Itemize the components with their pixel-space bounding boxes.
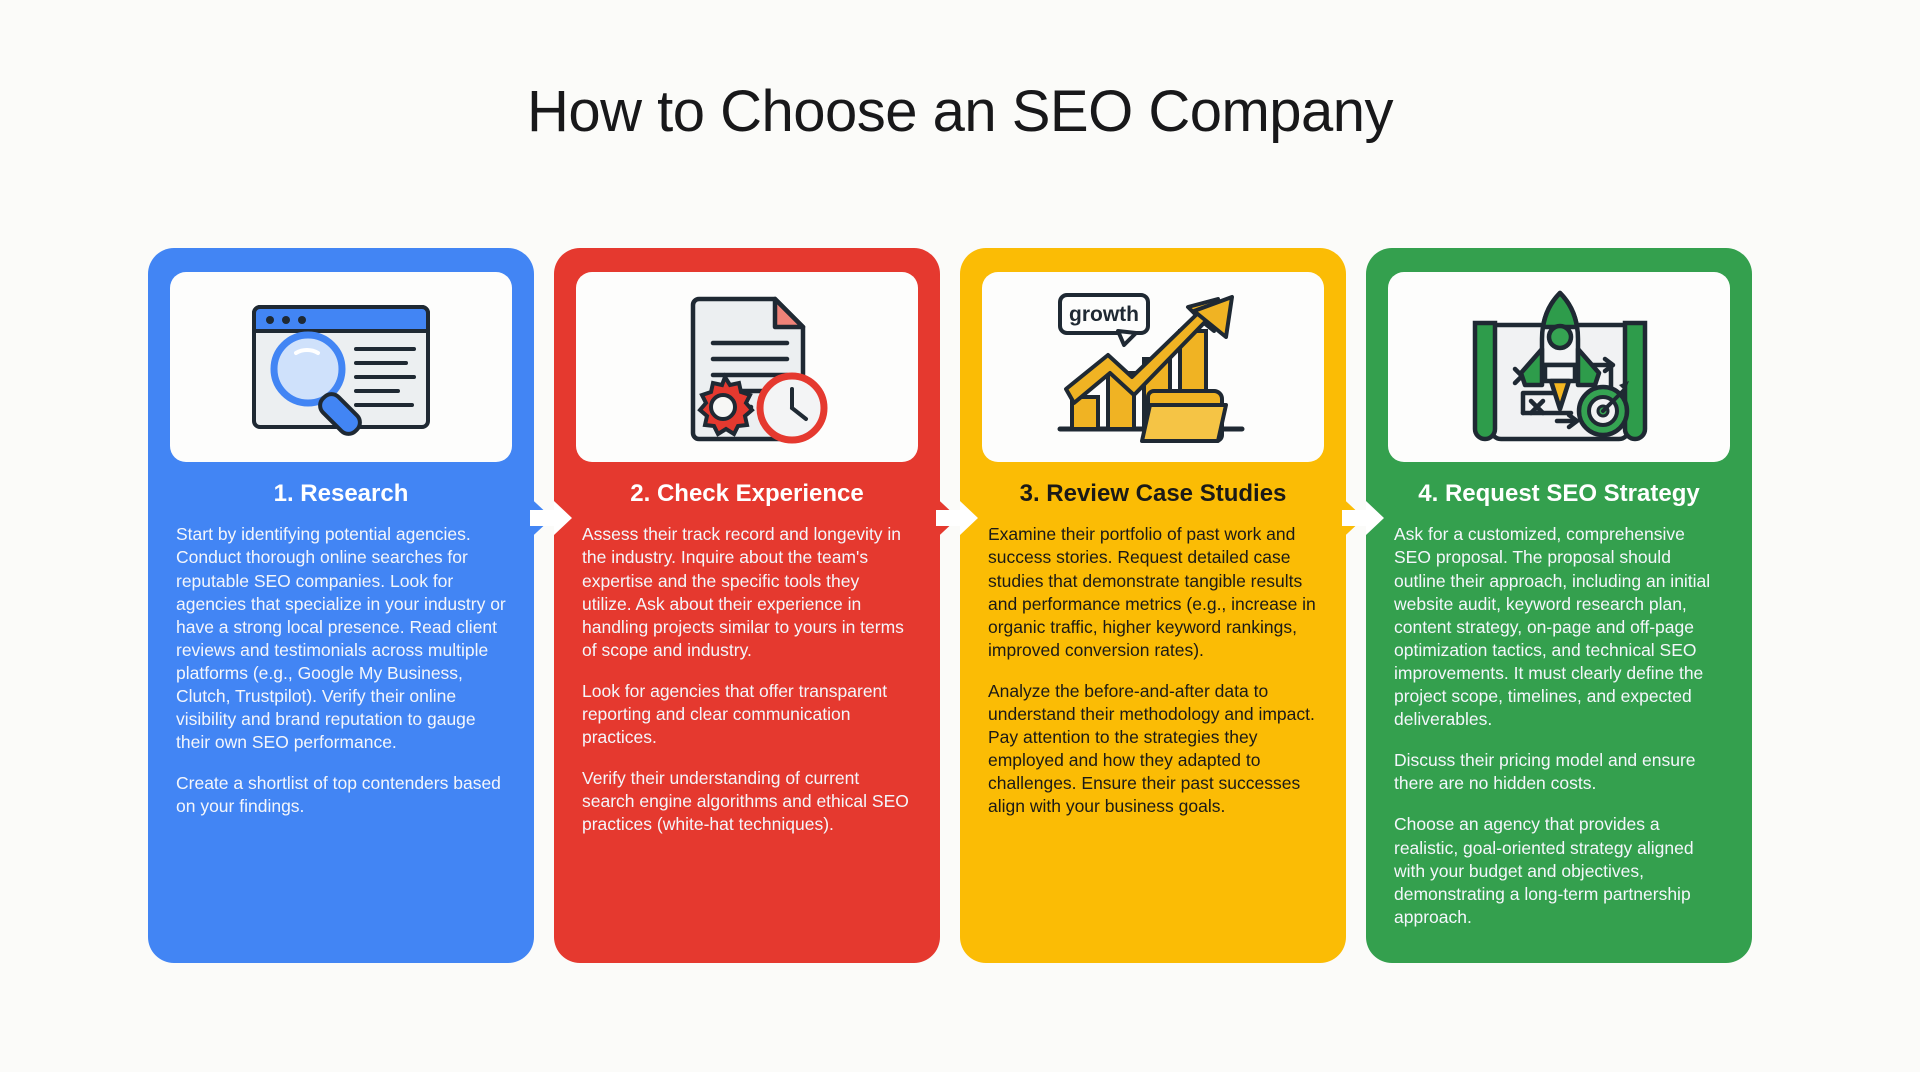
steps-container: 1. Research Start by identifying potenti… xyxy=(148,248,1773,963)
step-card-review-case-studies[interactable]: growth 3. Review Case Studies Examine th… xyxy=(960,248,1346,963)
card-paragraph: Verify their understanding of current se… xyxy=(582,768,909,835)
card-body: Examine their portfolio of past work and… xyxy=(982,523,1324,818)
card-paragraph: Look for agencies that offer transparent… xyxy=(582,680,888,748)
card-paragraph: Ask for a customized, comprehensive SEO … xyxy=(1394,524,1711,730)
step-card-research[interactable]: 1. Research Start by identifying potenti… xyxy=(148,248,534,963)
card-title: 3. Review Case Studies xyxy=(1019,480,1287,507)
card-title: 2. Check Experience xyxy=(630,480,864,507)
arrow-case-studies-to-strategy xyxy=(1334,490,1408,546)
card-body: Ask for a customized, comprehensive SEO … xyxy=(1388,523,1730,929)
card-paragraph: Discuss their pricing model and ensure t… xyxy=(1394,750,1696,794)
card-body: Assess their track record and longevity … xyxy=(576,523,918,836)
card-paragraph: Choose an agency that provides a realist… xyxy=(1394,814,1694,927)
card-title: 1. Research xyxy=(273,480,409,507)
page-title: How to Choose an SEO Company xyxy=(526,79,1394,144)
rocket-strategy-icon xyxy=(1388,272,1730,462)
card-paragraph: Examine their portfolio of past work and… xyxy=(988,524,1316,660)
step-card-request-seo-strategy[interactable]: 4. Request SEO Strategy Ask for a custom… xyxy=(1366,248,1752,963)
arrow-experience-to-case-studies xyxy=(928,490,1002,546)
browser-search-icon xyxy=(170,272,512,462)
step-card-check-experience[interactable]: 2. Check Experience Assess their track r… xyxy=(554,248,940,963)
document-gear-clock-icon xyxy=(576,272,918,462)
card-paragraph: Analyze the before-and-after data to und… xyxy=(988,680,1315,817)
card-title: 4. Request SEO Strategy xyxy=(1418,480,1700,507)
card-paragraph: Create a shortlist of top contenders bas… xyxy=(176,773,501,817)
arrow-research-to-experience xyxy=(522,490,596,546)
growth-label: growth xyxy=(1069,303,1139,326)
card-paragraph: Start by identifying potential agencies.… xyxy=(176,524,506,753)
card-paragraph: Assess their track record and longevity … xyxy=(582,524,904,660)
growth-chart-icon: growth xyxy=(982,272,1324,462)
card-body: Start by identifying potential agencies.… xyxy=(170,523,512,818)
